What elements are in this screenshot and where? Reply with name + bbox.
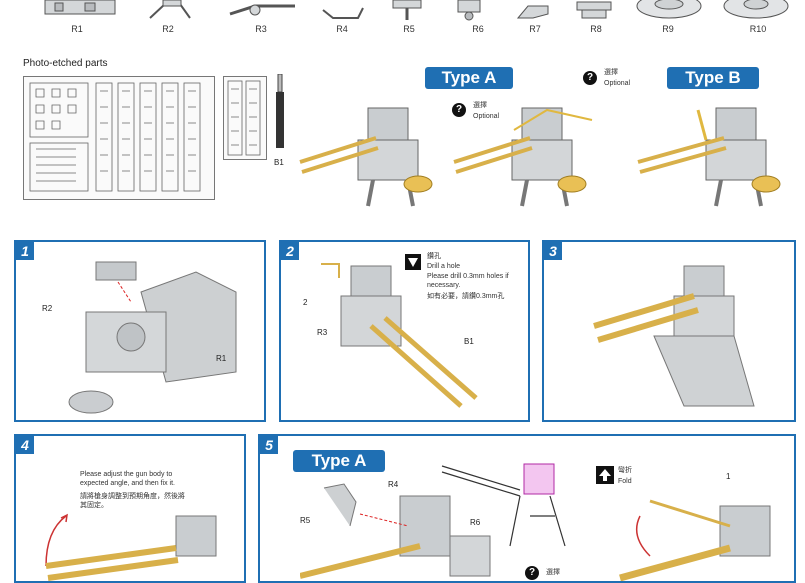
part-label-r6: R6	[472, 24, 484, 34]
photo-etched-part-b1	[276, 74, 284, 148]
type-a-badge: Type A	[425, 67, 513, 89]
step-2-note-en: Drill a hole	[427, 263, 461, 270]
step-1-number: 1	[16, 242, 34, 260]
step-5-number: 5	[260, 436, 278, 454]
step-1-callout-r2: R2	[42, 304, 53, 313]
gun-illustration-type-b	[637, 107, 781, 207]
step-2-callout-b1: B1	[464, 337, 474, 346]
part-r7-illustration	[516, 5, 549, 19]
photo-etched-fret-main	[23, 76, 215, 200]
step-2-note-cn: 鑽孔	[427, 253, 441, 260]
step-2-note-cn-body: 如有必要，請鑽0.3mm孔	[427, 293, 505, 300]
step-2-illustration	[321, 263, 478, 408]
question-circle-icon: ?	[525, 566, 539, 580]
step-1-callout-r1: R1	[216, 354, 227, 363]
drill-icon	[405, 254, 421, 270]
optional-label-en: Optional	[604, 80, 631, 87]
step-5-callout-1: 1	[726, 472, 731, 481]
part-label-r3: R3	[255, 24, 267, 34]
question-circle-icon: ?	[452, 103, 466, 117]
part-label-r10: R10	[749, 24, 767, 34]
step-5-illustration	[300, 483, 491, 579]
step-5-callout-r4: R4	[388, 480, 399, 489]
part-label-r1: R1	[71, 24, 83, 34]
part-r2-illustration	[149, 0, 191, 19]
step-2-note-body: Please drill 0.3mm holes if necessary.	[427, 273, 509, 289]
part-r9-illustration	[636, 0, 702, 19]
step-1-panel: 1 R2 R1	[14, 240, 266, 422]
question-circle-icon: ?	[583, 71, 597, 85]
type-b-badge: Type B	[667, 67, 759, 89]
part-label-r7: R7	[529, 24, 541, 34]
part-r5-illustration	[392, 0, 422, 20]
photo-etched-part-label: B1	[274, 158, 284, 167]
step-5-fold-illustration	[619, 499, 771, 581]
step-2-number: 2	[281, 242, 299, 260]
step-5-callout-r6: R6	[470, 518, 481, 527]
step-5-callout-r5: R5	[300, 516, 311, 525]
photo-etched-title: Photo-etched parts	[23, 58, 108, 69]
step-4-note-en: Please adjust the gun body to expected a…	[80, 471, 175, 487]
step-5-reference-gun	[441, 463, 566, 547]
step-5-optional-cn: 選擇	[546, 569, 560, 576]
parts-row: R1 R2 R3 R4 R5 R6 R7 R8 R9 R10	[0, 0, 805, 40]
part-label-r2: R2	[162, 24, 174, 34]
step-4-panel: 4 Please adjust the gun body to expected…	[14, 434, 246, 583]
part-r10-illustration	[723, 0, 789, 19]
optional-label-cn: 選擇	[604, 69, 618, 76]
step-3-illustration	[593, 265, 755, 407]
step-5-fold-en: Fold	[618, 478, 632, 485]
step-4-number: 4	[16, 436, 34, 454]
part-label-r9: R9	[662, 24, 674, 34]
step-2-callout-2: 2	[303, 298, 308, 307]
part-r8-illustration	[576, 1, 612, 19]
part-r3-illustration	[229, 4, 295, 16]
step-4-illustration	[45, 513, 217, 581]
part-r1-illustration	[44, 0, 116, 15]
step-3-number: 3	[544, 242, 562, 260]
step-3-panel: 3	[542, 240, 796, 422]
step-4-note-cn: 請將槍身調整到預期角度，然後將其固定。	[80, 493, 185, 509]
step-2-callout-r3: R3	[317, 328, 328, 337]
part-r6-illustration	[457, 0, 481, 21]
optional-small-cn: 選擇	[473, 102, 487, 109]
step-5-fold-cn: 彎折	[618, 467, 632, 474]
part-r4-illustration	[322, 7, 364, 19]
optional-small-en: Optional	[473, 113, 500, 120]
photo-etched-fret-small	[223, 76, 267, 160]
part-label-r8: R8	[590, 24, 602, 34]
step-1-illustration	[68, 261, 237, 414]
step-5-type-a-badge: Type A	[293, 450, 385, 472]
gun-illustration-type-a	[453, 107, 593, 207]
part-label-r5: R5	[403, 24, 415, 34]
part-label-r4: R4	[336, 24, 348, 34]
gun-illustration-plain	[299, 107, 433, 207]
step-2-panel: 2 鑽孔 Drill a hole Please drill 0.3mm hol…	[279, 240, 530, 422]
step-5-panel: 5 Type A R4 R5 R6 彎折 Fold 1 ? 選擇	[258, 434, 796, 583]
fold-up-arrow-icon	[596, 466, 614, 484]
